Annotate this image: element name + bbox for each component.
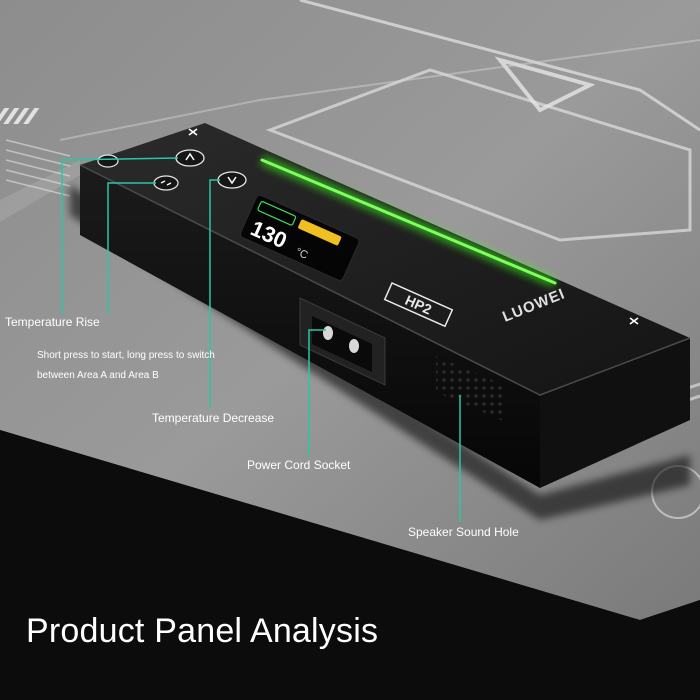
callout-line-power-socket [308, 329, 326, 456]
device-display: 130 °C [240, 194, 360, 281]
mat-stripes [0, 108, 40, 124]
led-strip [260, 158, 557, 285]
power-socket-pin-right [349, 339, 359, 353]
mat-marking-zone [265, 68, 692, 242]
start-switch-button[interactable] [97, 154, 179, 191]
power-cord-socket[interactable] [299, 297, 386, 386]
mat-marking-line [59, 39, 700, 141]
callout-line-start-switch [107, 182, 156, 314]
mat-marking-triangle [494, 56, 596, 113]
page-title: Product Panel Analysis [26, 612, 379, 650]
device-edge-highlight [79, 164, 691, 396]
mat-bevel [0, 160, 80, 222]
callout-start-switch-hint: Short press to start, long press to swit… [37, 350, 215, 381]
callout-temperature-rise: Temperature Rise [5, 315, 100, 329]
callout-line-temperature-decrease [209, 179, 220, 408]
mode-switch-icon [160, 180, 172, 186]
up-arrow-icon [185, 152, 195, 161]
temperature-decrease-button[interactable] [217, 171, 247, 189]
mat-print-lines [5, 139, 71, 197]
power-socket-pin-left [323, 326, 333, 340]
mat-marking-outline [299, 0, 700, 132]
device-top-panel [80, 123, 690, 395]
heating-controller-device: 130 °C H [70, 123, 691, 520]
display-unit: °C [293, 246, 309, 262]
callout-lines [61, 157, 461, 522]
device-end-face [540, 338, 690, 488]
mat-edge-shadow [0, 430, 700, 700]
callout-speaker-sound-hole: Speaker Sound Hole [408, 525, 519, 539]
callout-temperature-decrease: Temperature Decrease [152, 411, 275, 425]
callout-line-temperature-rise [61, 157, 179, 314]
x-mark-icons [188, 128, 639, 325]
device-shadow [70, 185, 690, 520]
temperature-rise-button[interactable] [175, 149, 205, 167]
down-arrow-icon [227, 176, 237, 185]
speaker-grille [436, 356, 506, 422]
callout-power-cord-socket: Power Cord Socket [247, 458, 351, 472]
